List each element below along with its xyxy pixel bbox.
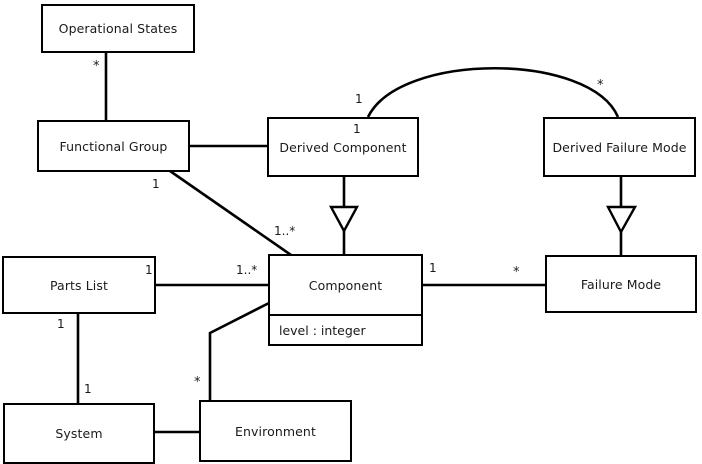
multiplicity-failure-mode-left: *: [513, 265, 520, 280]
class-box-component[interactable]: Component level : integer: [268, 254, 423, 346]
edge-derivedcomponent-derivedfailuremode-arc: [366, 67, 620, 118]
generalization-triangle-failure-mode: [606, 205, 638, 235]
multiplicity-component-diagonal: 1..*: [274, 224, 296, 238]
class-name-derived-component: Derived Component: [279, 139, 407, 155]
multiplicity-operational-states: *: [93, 59, 100, 74]
multiplicity-parts-list-bottom: 1: [57, 317, 65, 331]
edge-functionalgroup-component: [169, 169, 292, 257]
class-name-system: System: [55, 426, 103, 441]
class-name-functional-group: Functional Group: [59, 138, 168, 154]
class-name-parts-list: Parts List: [49, 277, 108, 293]
multiplicity-parts-list-right: 1: [145, 263, 153, 277]
class-name-derived-failure-mode: Derived Failure Mode: [552, 139, 687, 155]
class-name-component: Component: [308, 277, 383, 293]
multiplicity-functional-group-diagonal: 1: [152, 177, 160, 191]
class-box-system[interactable]: System: [3, 403, 155, 464]
class-box-derived-failure-mode[interactable]: Derived Failure Mode: [543, 117, 696, 177]
multiplicity-component-right: 1: [429, 261, 437, 275]
multiplicity-system-top: 1: [84, 382, 92, 396]
edge-component-environment: [208, 301, 270, 401]
class-box-failure-mode[interactable]: Failure Mode: [545, 255, 697, 313]
multiplicity-environment-star: *: [194, 375, 201, 390]
generalization-triangle-component: [328, 205, 360, 234]
multiplicity-derived-component-left: 1: [353, 122, 361, 136]
class-name-operational-states: Operational States: [58, 21, 178, 36]
class-name-environment: Environment: [235, 423, 316, 439]
class-name-failure-mode: Failure Mode: [580, 276, 662, 292]
multiplicity-component-left: 1..*: [236, 263, 258, 277]
class-box-parts-list[interactable]: Parts List: [2, 256, 156, 314]
class-box-derived-component[interactable]: Derived Component: [267, 117, 419, 177]
class-box-environment[interactable]: Environment: [199, 400, 352, 462]
class-attribute-component-level: level : integer: [270, 314, 421, 344]
class-box-operational-states[interactable]: Operational States: [41, 4, 195, 53]
class-box-functional-group[interactable]: Functional Group: [37, 120, 190, 172]
multiplicity-arc-left: 1: [355, 92, 363, 106]
multiplicity-arc-right: *: [597, 78, 604, 93]
